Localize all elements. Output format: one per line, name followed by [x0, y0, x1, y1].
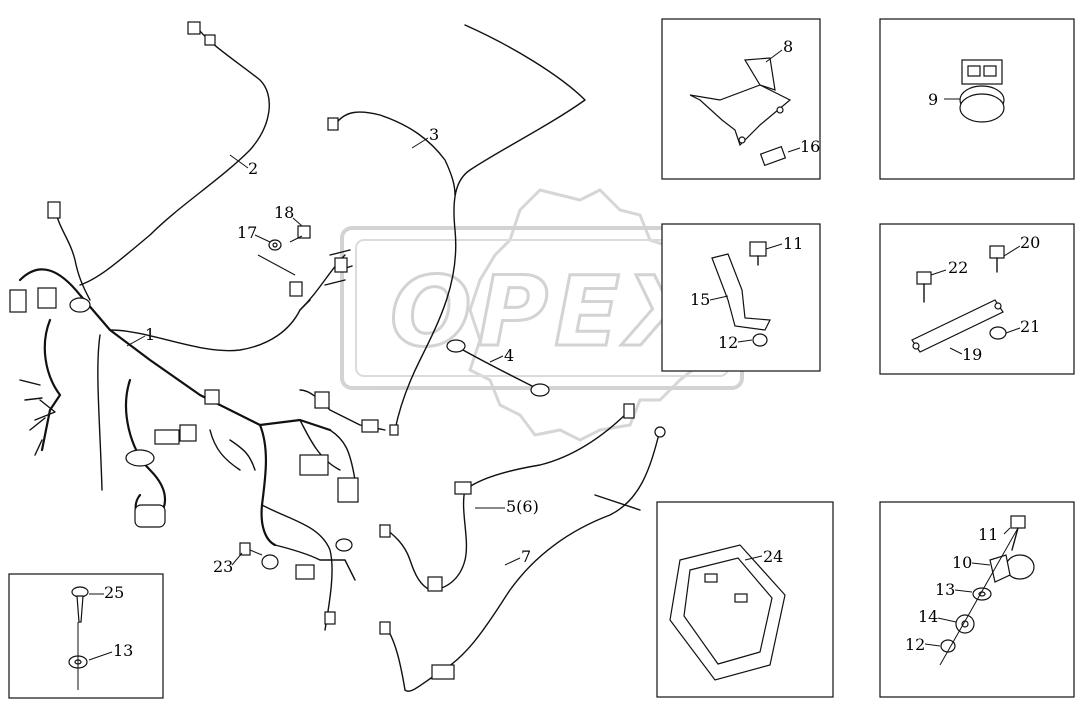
inset-bracket-15: 11 15 12	[661, 223, 821, 372]
callout-1: 1	[145, 325, 155, 344]
callout-12-lower: 12	[905, 635, 925, 654]
watermark-text: OPEX	[390, 256, 704, 368]
callout-25: 25	[104, 583, 124, 602]
callout-21: 21	[1020, 317, 1040, 336]
main-callouts: 1 2 3 4 5(6) 7 17 18 23	[126, 125, 539, 576]
inset-bracket-8: 8 16	[661, 18, 821, 180]
callout-12-upper: 12	[718, 333, 738, 352]
callout-14: 14	[918, 607, 938, 626]
callout-24: 24	[763, 547, 783, 566]
callout-13-lower-right: 13	[935, 580, 955, 599]
callout-7: 7	[521, 547, 531, 566]
harness-7	[379, 426, 666, 692]
harness-5-6	[379, 403, 635, 592]
loose-fasteners	[239, 225, 311, 570]
main-harness-1	[9, 201, 386, 631]
inset-screw-25: 25 13	[8, 573, 164, 699]
callout-17: 17	[237, 223, 257, 242]
inset-clamp-assembly: 11 10 13 14 12	[879, 501, 1075, 698]
inset-grommet-24: 24	[656, 501, 834, 698]
callout-19: 19	[962, 345, 982, 364]
harness-2	[79, 21, 270, 286]
watermark-gear	[468, 188, 723, 442]
callout-4: 4	[504, 346, 514, 365]
callout-20: 20	[1020, 233, 1040, 252]
callout-2: 2	[248, 159, 258, 178]
callout-5-6: 5(6)	[506, 497, 539, 516]
harness-4	[446, 339, 550, 397]
callout-15: 15	[690, 290, 710, 309]
callout-23: 23	[213, 557, 233, 576]
callout-11-lower: 11	[978, 525, 998, 544]
callout-9: 9	[928, 90, 938, 109]
inset-strap-19: 20 22 21 19	[879, 223, 1075, 375]
callout-3: 3	[429, 125, 439, 144]
harness-3	[327, 24, 586, 436]
callout-16: 16	[800, 137, 820, 156]
callout-22: 22	[948, 258, 968, 277]
inset-clamp-9: 9	[879, 18, 1075, 180]
callout-10: 10	[952, 553, 972, 572]
callout-11-upper: 11	[783, 234, 803, 253]
callout-18: 18	[274, 203, 294, 222]
callout-8: 8	[783, 37, 793, 56]
callout-13-lower-left: 13	[113, 641, 133, 660]
